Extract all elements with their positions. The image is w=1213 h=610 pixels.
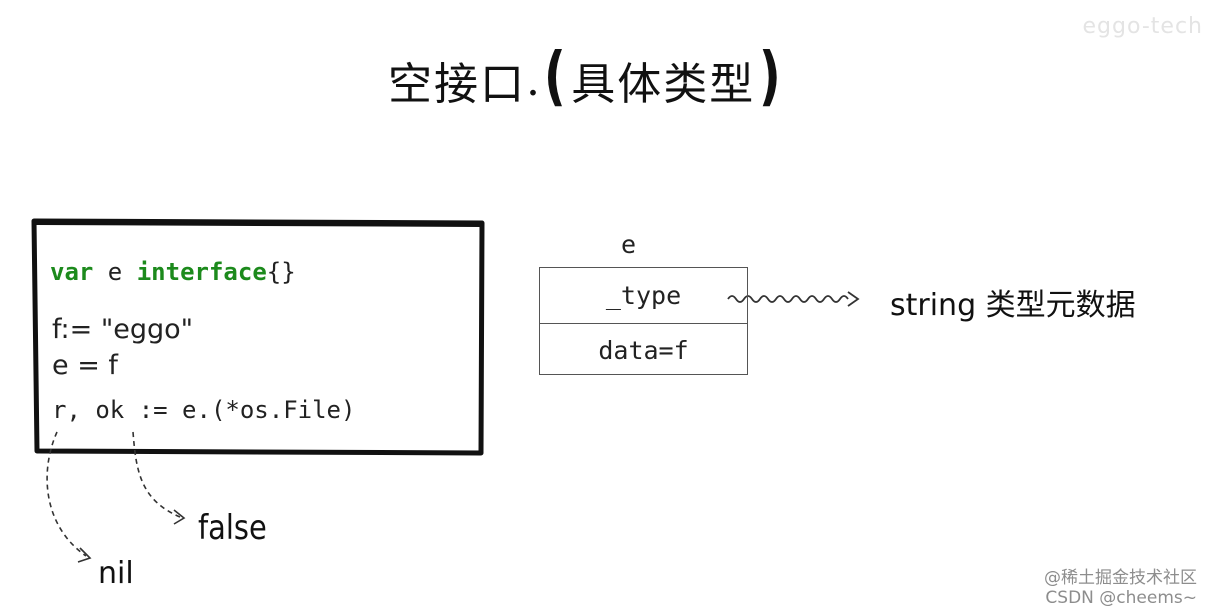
struct-field-data-label: data=f: [598, 335, 689, 365]
title-subtitle: 具体类型: [571, 59, 756, 110]
code-line-1: var e interface{}: [50, 258, 296, 286]
code-box-border: [31, 218, 485, 456]
code-braces: {}: [266, 258, 296, 286]
code-line-2: f:= "eggo": [52, 314, 194, 345]
code-line-4: r, ok := e.(*os.File): [52, 396, 356, 424]
watermark-bottom: @稀土掘金技术社区 CSDN @cheems~: [1044, 568, 1197, 608]
title-close-paren: ): [759, 40, 783, 114]
eface-struct-box: _type data=f: [539, 267, 748, 375]
watermark-juejin: @稀土掘金技术社区: [1044, 568, 1197, 588]
title-open-paren: (: [543, 40, 568, 114]
r-to-nil-arrowhead: [77, 547, 92, 563]
ok-to-false-arrowhead: [173, 509, 186, 525]
title-dot: .: [526, 54, 542, 106]
slide-title: 空接口 . ( 具体类型 ): [388, 40, 787, 114]
struct-var-label: e: [621, 230, 637, 259]
struct-field-type: _type: [540, 268, 747, 324]
code-ident-e: e: [93, 258, 137, 286]
keyword-var: var: [50, 258, 94, 286]
title-main: 空接口: [388, 59, 526, 110]
watermark-top: eggo-tech: [1082, 14, 1203, 39]
r-to-nil-arrow: [46, 431, 87, 557]
code-line-3: e = f: [52, 350, 118, 381]
watermark-csdn: CSDN @cheems~: [1045, 588, 1197, 608]
code-box-border-inner: [35, 223, 481, 227]
ok-to-false-arrow: [132, 431, 181, 518]
struct-field-data: data=f: [540, 324, 747, 376]
type-to-meta-arrowhead: [847, 291, 860, 307]
keyword-interface: interface: [136, 258, 267, 286]
type-to-meta-arrow: [727, 295, 849, 303]
ok-value-label: false: [198, 508, 267, 548]
type-metadata-label: string 类型元数据: [890, 288, 1136, 323]
r-value-label: nil: [98, 556, 134, 591]
struct-field-type-label: _type: [605, 281, 682, 310]
